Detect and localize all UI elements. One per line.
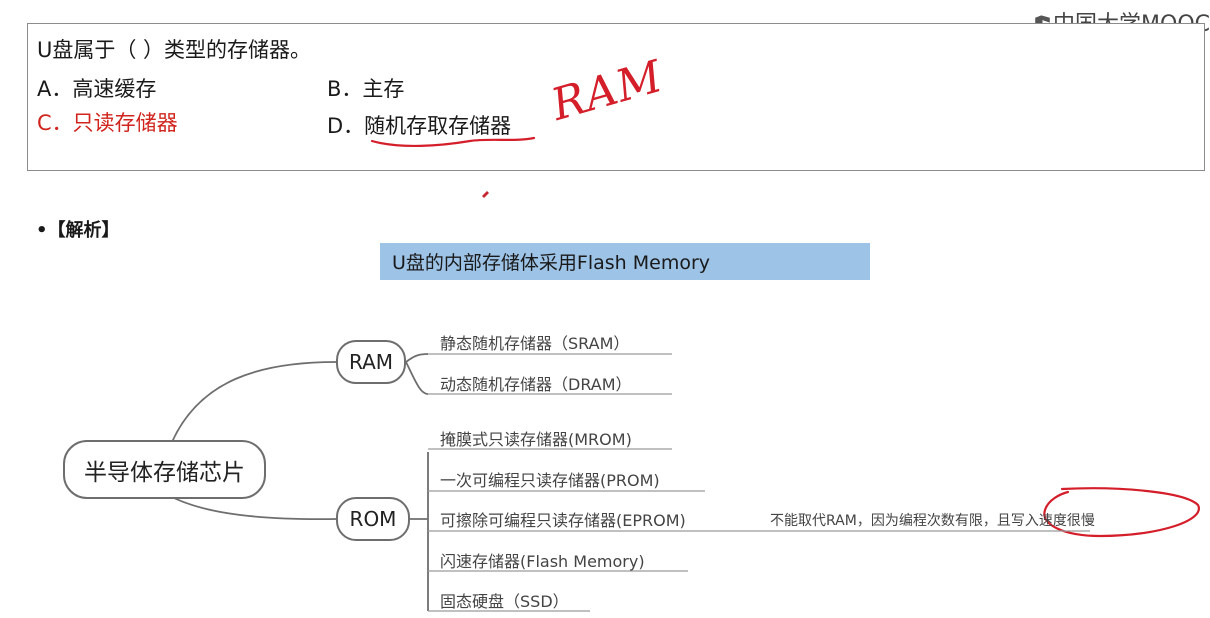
analysis-heading: •【解析】 (36, 220, 120, 241)
option-c: C．只读存储器 (37, 111, 178, 135)
option-a: A．高速缓存 (37, 77, 157, 101)
option-d: D．随机存取存储器 (327, 114, 512, 138)
analysis-banner: U盘的内部存储体采用Flash Memory (380, 243, 870, 280)
eprom-note: 不能取代RAM，因为编程次数有限，且写入速度很慢 (770, 513, 1095, 529)
connector-ram-sram (405, 353, 429, 363)
branch-rom: ROM (336, 497, 410, 541)
leaf-mrom: 掩膜式只读存储器(MROM) (440, 430, 632, 449)
branch-ram: RAM (336, 340, 406, 384)
leaf-sram: 静态随机存储器（SRAM） (440, 334, 630, 353)
root-label: 半导体存储芯片 (84, 459, 245, 486)
option-b: B．主存 (327, 77, 405, 101)
leaf-ssd: 固态硬盘（SSD） (440, 592, 569, 611)
question-box (27, 23, 1205, 171)
pen-cursor-icon (482, 191, 489, 198)
leaf-flash: 闪速存储器(Flash Memory) (440, 552, 645, 571)
mindmap-root: 半导体存储芯片 (63, 440, 266, 499)
leaf-eprom: 可擦除可编程只读存储器(EPROM) (440, 511, 686, 530)
ram-label: RAM (348, 350, 394, 374)
rom-label: ROM (349, 507, 397, 531)
connector-root-ram (171, 361, 337, 443)
banner-text: U盘的内部存储体采用Flash Memory (392, 252, 711, 274)
leaf-dram: 动态随机存储器（DRAM） (440, 375, 632, 394)
question-stem: U盘属于（ ）类型的存储器。 (37, 38, 312, 62)
leaf-prom: 一次可编程只读存储器(PROM) (440, 471, 660, 490)
connector-ram-dram (405, 361, 429, 395)
